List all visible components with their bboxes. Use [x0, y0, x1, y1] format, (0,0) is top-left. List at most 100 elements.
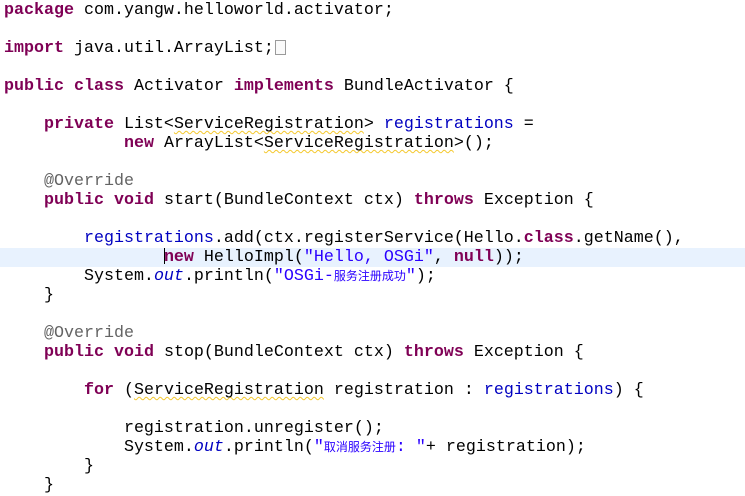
- indentation-whitespace[interactable]: [104, 343, 114, 362]
- code-text-token[interactable]: BundleActivator {: [333, 77, 514, 96]
- keyword-token[interactable]: void: [113, 343, 154, 362]
- code-text-token[interactable]: java.util.ArrayList;: [63, 39, 274, 58]
- code-text-token[interactable]: ArrayList<: [153, 134, 264, 153]
- keyword-token[interactable]: import: [4, 39, 64, 58]
- keyword-token[interactable]: package: [4, 1, 74, 20]
- code-text-token[interactable]: + registration);: [425, 438, 586, 457]
- indentation-whitespace[interactable]: [4, 229, 84, 248]
- code-line[interactable]: import java.util.ArrayList;: [0, 39, 745, 58]
- blank-line[interactable]: [0, 305, 745, 324]
- code-text-token[interactable]: =: [513, 115, 534, 134]
- code-text-token[interactable]: .println(: [183, 267, 274, 286]
- blank-line[interactable]: [0, 400, 745, 419]
- code-text-token[interactable]: );: [415, 267, 436, 286]
- code-line[interactable]: package com.yangw.helloworld.activator;: [0, 1, 745, 20]
- annotation-token[interactable]: @Override: [43, 172, 134, 191]
- field-token[interactable]: registrations: [383, 115, 514, 134]
- code-text-token[interactable]: .getName(),: [573, 229, 684, 248]
- keyword-token[interactable]: throws: [403, 343, 464, 362]
- code-text-token[interactable]: Exception {: [473, 191, 594, 210]
- code-line[interactable]: private List<ServiceRegistration> regist…: [0, 115, 745, 134]
- warning-underlined-type-token[interactable]: ServiceRegistration: [263, 134, 454, 153]
- indentation-whitespace[interactable]: [4, 381, 84, 400]
- code-text-token[interactable]: registration.unregister();: [4, 419, 384, 438]
- string-literal-token[interactable]: ": [313, 438, 324, 457]
- code-line[interactable]: registration.unregister();: [0, 419, 745, 438]
- string-literal-token[interactable]: "OSGi-: [273, 267, 334, 286]
- keyword-token[interactable]: implements: [233, 77, 334, 96]
- indentation-whitespace[interactable]: [4, 343, 44, 362]
- static-field-token[interactable]: out: [153, 267, 184, 286]
- keyword-token[interactable]: throws: [413, 191, 474, 210]
- indentation-whitespace[interactable]: [4, 248, 164, 267]
- keyword-token[interactable]: null: [453, 248, 494, 267]
- string-literal-token[interactable]: ": [405, 267, 416, 286]
- code-text-token[interactable]: com.yangw.helloworld.activator;: [73, 1, 394, 20]
- string-literal-token[interactable]: 取消服务注册: [323, 440, 396, 454]
- string-literal-token[interactable]: "Hello, OSGi": [303, 248, 434, 267]
- code-line[interactable]: System.out.println("OSGi-服务注册成功");: [0, 267, 745, 286]
- blank-line[interactable]: [0, 210, 745, 229]
- code-text-token[interactable]: ));: [493, 248, 524, 267]
- code-line[interactable]: System.out.println("取消服务注册: "+ registrat…: [0, 438, 745, 457]
- folded-code-icon[interactable]: [274, 40, 286, 55]
- static-field-token[interactable]: out: [193, 438, 224, 457]
- field-token[interactable]: registrations: [483, 381, 614, 400]
- code-line[interactable]: }: [0, 286, 745, 305]
- code-line[interactable]: @Override: [0, 324, 745, 343]
- keyword-token[interactable]: class: [523, 229, 574, 248]
- indentation-whitespace[interactable]: [4, 134, 124, 153]
- code-text-token[interactable]: ,: [433, 248, 454, 267]
- keyword-token[interactable]: public: [43, 343, 104, 362]
- string-literal-token[interactable]: 服务注册成功: [333, 269, 406, 283]
- code-line[interactable]: for (ServiceRegistration registration : …: [0, 381, 745, 400]
- keyword-token[interactable]: void: [113, 191, 154, 210]
- code-text-token[interactable]: >: [363, 115, 384, 134]
- code-text-token[interactable]: }: [4, 286, 54, 305]
- code-text-token[interactable]: (: [113, 381, 134, 400]
- code-text-token[interactable]: System.: [4, 267, 154, 286]
- code-text-token[interactable]: }: [4, 476, 54, 495]
- code-text-token[interactable]: Activator: [123, 77, 234, 96]
- keyword-token[interactable]: private: [43, 115, 114, 134]
- indentation-whitespace[interactable]: [4, 191, 44, 210]
- indentation-whitespace[interactable]: [104, 191, 114, 210]
- keyword-token[interactable]: for: [83, 381, 114, 400]
- code-text-token[interactable]: start(BundleContext ctx): [153, 191, 414, 210]
- code-text-token[interactable]: System.: [4, 438, 194, 457]
- code-text-token[interactable]: List<: [113, 115, 174, 134]
- warning-underlined-type-token[interactable]: ServiceRegistration: [173, 115, 364, 134]
- code-line[interactable]: @Override: [0, 172, 745, 191]
- warning-underlined-type-token[interactable]: ServiceRegistration: [133, 381, 324, 400]
- code-line[interactable]: public class Activator implements Bundle…: [0, 77, 745, 96]
- blank-line[interactable]: [0, 58, 745, 77]
- code-text-token[interactable]: .println(: [223, 438, 314, 457]
- keyword-token[interactable]: new: [163, 248, 194, 267]
- code-line[interactable]: public void start(BundleContext ctx) thr…: [0, 191, 745, 210]
- code-text-token[interactable]: registration :: [323, 381, 484, 400]
- keyword-token[interactable]: class: [73, 77, 124, 96]
- code-line[interactable]: }: [0, 457, 745, 476]
- blank-line[interactable]: [0, 20, 745, 39]
- code-line[interactable]: new ArrayList<ServiceRegistration>();: [0, 134, 745, 153]
- code-text-token[interactable]: >();: [453, 134, 494, 153]
- code-text-token[interactable]: HelloImpl(: [193, 248, 304, 267]
- indentation-whitespace[interactable]: [4, 115, 44, 134]
- blank-line[interactable]: [0, 362, 745, 381]
- code-text-token[interactable]: stop(BundleContext ctx): [153, 343, 404, 362]
- code-text-token[interactable]: ) {: [613, 381, 644, 400]
- code-text-token[interactable]: }: [4, 457, 94, 476]
- blank-line[interactable]: [0, 96, 745, 115]
- field-token[interactable]: registrations: [83, 229, 214, 248]
- code-line[interactable]: }: [0, 476, 745, 495]
- keyword-token[interactable]: public: [4, 77, 64, 96]
- code-line[interactable]: public void stop(BundleContext ctx) thro…: [0, 343, 745, 362]
- indentation-whitespace[interactable]: [4, 172, 44, 191]
- code-text-token[interactable]: Exception {: [463, 343, 584, 362]
- annotation-token[interactable]: @Override: [43, 324, 134, 343]
- string-literal-token[interactable]: : ": [395, 438, 426, 457]
- keyword-token[interactable]: new: [123, 134, 154, 153]
- code-line[interactable]: registrations.add(ctx.registerService(He…: [0, 229, 745, 248]
- indentation-whitespace[interactable]: [4, 324, 44, 343]
